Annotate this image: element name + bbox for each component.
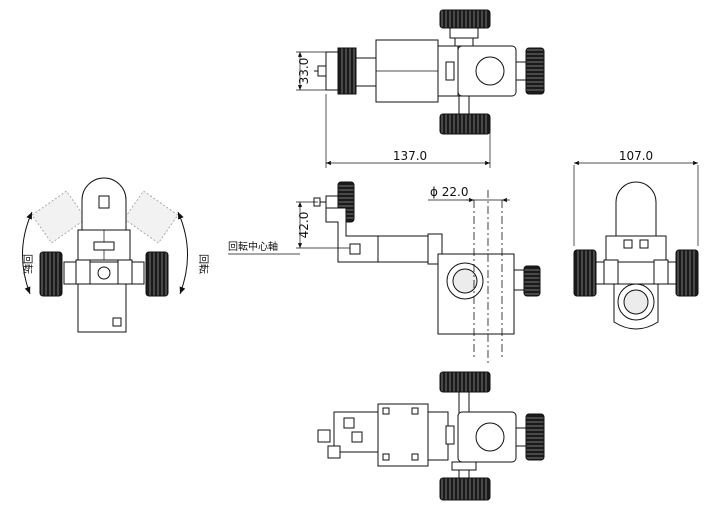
dim-42: 42.0: [297, 212, 311, 239]
mid-side-knob: [523, 265, 541, 297]
mid-arm: [377, 235, 429, 263]
dim-phi-22: ϕ 22.0: [430, 185, 468, 199]
top-view: 33.0 137.0: [296, 9, 545, 168]
bottom-view-right-knob: [525, 413, 545, 461]
label-rotate-left: 回転: [21, 254, 33, 274]
left-side-knob: [39, 251, 63, 297]
dim-137: 137.0: [393, 149, 427, 163]
right-cap: [615, 181, 657, 237]
top-knob: [439, 9, 491, 29]
label-rotate-right: 回転: [197, 254, 209, 274]
dim-33: 33.0: [297, 58, 311, 85]
left-view: 回転 回転: [21, 177, 209, 333]
right-knob: [525, 47, 545, 95]
bottom-view: [317, 371, 545, 501]
dim-107: 107.0: [619, 149, 653, 163]
rotate-arrow-left: [22, 211, 33, 295]
label-rotation-axis: 回転中心軸: [228, 240, 278, 253]
right-view-knob-right: [675, 249, 699, 297]
bottom-view-top-knob: [439, 371, 491, 393]
bore-circle: [475, 56, 505, 86]
rotate-arrow-right: [177, 211, 188, 295]
left-knurled-knob: [337, 47, 357, 95]
front-view: ϕ 22.0 42.0 回転中心軸: [228, 181, 541, 365]
bottom-view-bottom-knob: [439, 477, 491, 501]
bottom-knob: [439, 113, 491, 135]
right-view: 107.0: [573, 149, 699, 330]
right-view-knob-left: [573, 249, 597, 297]
right-side-knob: [145, 251, 169, 297]
